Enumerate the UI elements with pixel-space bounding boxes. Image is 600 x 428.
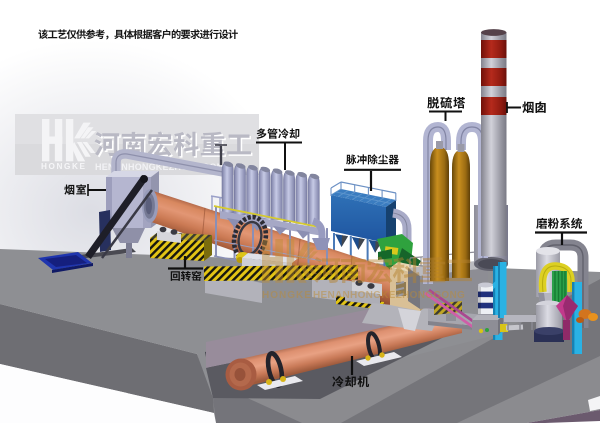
svg-text:HENANHONGKEZHONGGONG: HENANHONGKEZHONGGONG: [95, 162, 231, 172]
svg-text:HONGKE: HONGKE: [262, 290, 312, 301]
svg-text:HENANHONGKEZHONGGONG: HENANHONGKEZHONGGONG: [313, 290, 465, 301]
svg-text:HONGKE: HONGKE: [41, 162, 87, 171]
